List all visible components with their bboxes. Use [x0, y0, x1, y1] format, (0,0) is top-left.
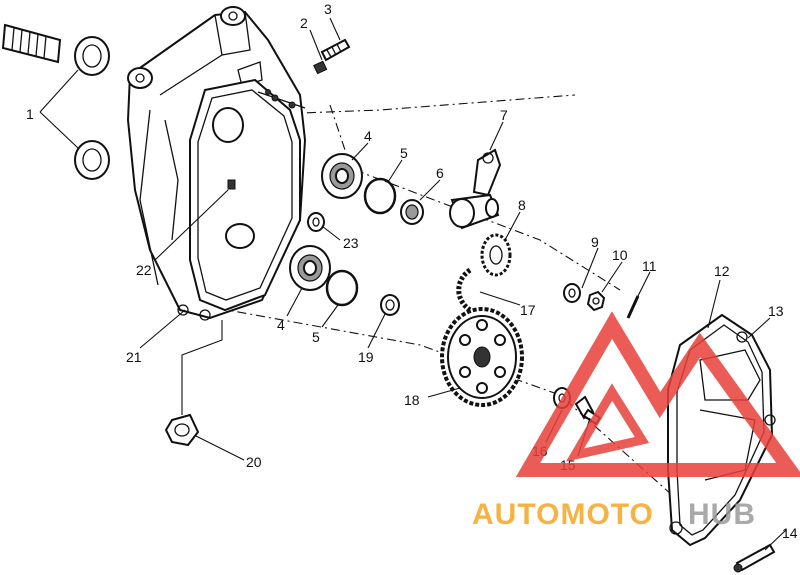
callout-19: 19	[358, 349, 374, 365]
callout-23: 23	[343, 235, 359, 251]
snap-ring-upper	[363, 177, 397, 215]
callout-6: 6	[436, 165, 444, 181]
retaining-nut	[307, 212, 325, 232]
hex-nut	[586, 290, 606, 312]
callout-13: 13	[768, 303, 784, 319]
flat-washer	[563, 283, 581, 303]
callout-2: 2	[300, 15, 308, 31]
spacer-washer	[380, 294, 400, 316]
callout-5-lower: 5	[312, 329, 320, 345]
callout-9: 9	[591, 234, 599, 250]
callout-20: 20	[246, 454, 262, 470]
watermark-logo: AUTOMOTO HUB	[472, 311, 800, 531]
callout-17: 17	[520, 302, 536, 318]
drain-plug	[164, 320, 223, 447]
callout-10: 10	[612, 247, 628, 263]
callout-11: 11	[642, 258, 657, 274]
watermark-brand-a: AUTOMOTO	[472, 498, 654, 531]
shaft-seal	[400, 199, 424, 225]
drive-sprocket	[480, 233, 512, 277]
seal-upper	[74, 36, 110, 76]
chaincase-housing	[126, 6, 307, 321]
tensioner-arm	[449, 148, 502, 230]
snap-ring-lower	[325, 269, 359, 307]
callout-18: 18	[404, 392, 420, 408]
callout-21: 21	[126, 349, 142, 365]
callout-5-upper: 5	[400, 145, 408, 161]
set-screw	[227, 179, 236, 190]
callout-22: 22	[136, 262, 152, 278]
cover-screw	[733, 543, 776, 573]
driven-gear	[440, 307, 524, 407]
callout-4-upper: 4	[364, 128, 372, 144]
callout-8: 8	[518, 197, 526, 213]
seal-lower	[74, 140, 110, 180]
callout-labels: 1 2 3 4 5 6 7 8 9 10 11 12 13 14 15 16 1…	[26, 1, 798, 541]
bearing-lower	[289, 245, 331, 291]
callout-12: 12	[714, 263, 730, 279]
callout-1: 1	[26, 106, 34, 122]
callout-14: 14	[782, 525, 798, 541]
adjuster-bolt	[313, 38, 351, 75]
bearing-upper	[321, 153, 363, 199]
callout-7: 7	[500, 107, 508, 123]
input-shaft	[1, 23, 62, 64]
chaincase-cover	[667, 313, 776, 547]
callout-3: 3	[324, 1, 332, 17]
callout-4-lower: 4	[277, 317, 285, 333]
drive-chain	[456, 267, 472, 313]
watermark-brand-b: HUB	[688, 498, 756, 531]
